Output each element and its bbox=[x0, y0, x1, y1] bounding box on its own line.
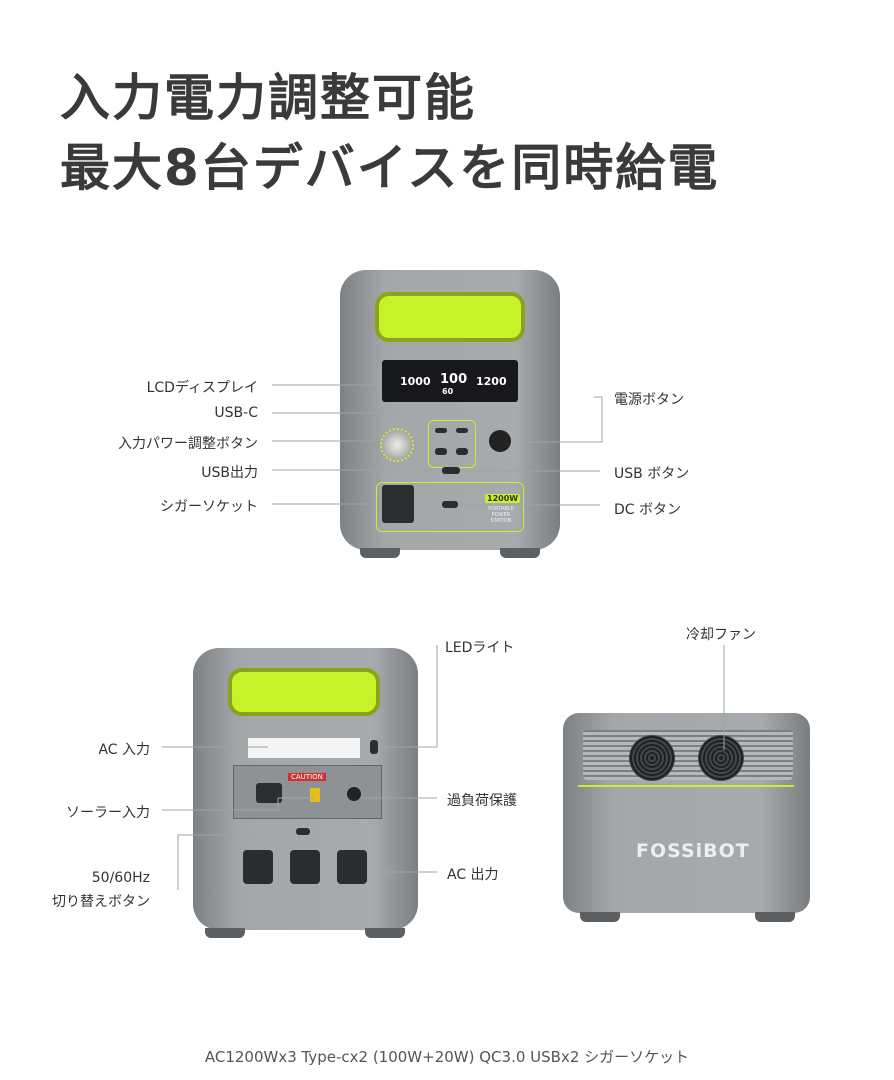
label-usb-button: USB ボタン bbox=[614, 466, 690, 482]
label-cooling-fan: 冷却ファン bbox=[686, 627, 756, 643]
lcd-output: 1200 bbox=[476, 375, 507, 388]
caution-label: CAUTION bbox=[288, 773, 326, 781]
label-solar-input: ソーラー入力 bbox=[66, 805, 150, 821]
label-ac-output: AC 出力 bbox=[447, 867, 499, 883]
handle bbox=[375, 292, 525, 342]
usb-button[interactable] bbox=[442, 467, 460, 474]
ac-outlet bbox=[290, 850, 320, 884]
label-frequency-line-1: 50/60Hz bbox=[91, 870, 150, 886]
badge-subtitle: PORTABLE POWER STATION bbox=[488, 506, 514, 524]
capacity-badge: 1200W bbox=[485, 494, 521, 503]
solar-input-port bbox=[310, 788, 320, 802]
label-frequency-line-2: 切り替えボタン bbox=[52, 894, 150, 910]
lcd-input: 1000 bbox=[400, 375, 431, 388]
power-button[interactable] bbox=[489, 430, 511, 452]
power-dial[interactable] bbox=[380, 428, 414, 462]
overload-protector[interactable] bbox=[347, 787, 361, 801]
label-led-light: LEDライト bbox=[445, 640, 515, 656]
cooling-fan bbox=[698, 735, 744, 781]
cigarette-socket bbox=[382, 485, 414, 523]
label-lcd-display: LCDディスプレイ bbox=[146, 380, 258, 396]
label-dc-button: DC ボタン bbox=[614, 502, 682, 518]
lcd-time: 60 bbox=[442, 387, 454, 396]
label-usb-output: USB出力 bbox=[201, 465, 258, 481]
label-overload-protection: 過負荷保護 bbox=[447, 793, 517, 809]
label-power-button: 電源ボタン bbox=[614, 392, 684, 408]
headline-line-1: 入力電力調整可能 bbox=[60, 69, 476, 127]
cooling-fan bbox=[629, 735, 675, 781]
spec-footer: AC1200Wx3 Type-cx2 (100W+20W) QC3.0 USBx… bbox=[204, 1048, 690, 1066]
brand-logo: FOSSiBOT bbox=[636, 840, 750, 862]
label-usb-c: USB-C bbox=[214, 405, 258, 421]
headline-line-2: 最大8台デバイスを同時給電 bbox=[60, 139, 720, 197]
ac-input-port bbox=[256, 783, 282, 803]
lcd-display: 1000 100 60 1200 bbox=[382, 360, 518, 402]
label-cigarette-socket: シガーソケット bbox=[160, 499, 258, 515]
led-light bbox=[248, 738, 360, 758]
lcd-battery: 100 bbox=[440, 372, 468, 387]
frequency-switch[interactable] bbox=[296, 828, 310, 835]
dc-button[interactable] bbox=[442, 501, 458, 508]
label-input-power-button: 入力パワー調整ボタン bbox=[118, 436, 258, 452]
ac-outlet bbox=[243, 850, 273, 884]
label-ac-input: AC 入力 bbox=[98, 742, 150, 758]
led-switch[interactable] bbox=[370, 740, 378, 754]
ac-outlet bbox=[337, 850, 367, 884]
